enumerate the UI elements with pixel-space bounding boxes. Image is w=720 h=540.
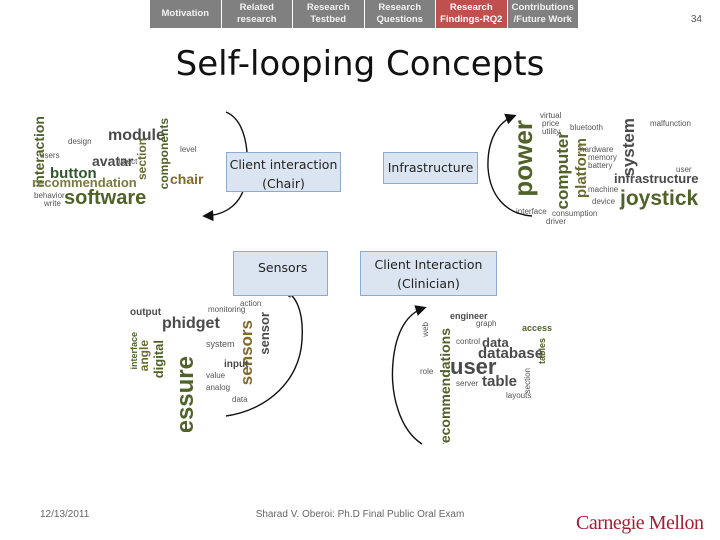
cloud-word: system (206, 339, 235, 349)
cloud-word: action (240, 300, 262, 308)
cloud-word: layouts (506, 391, 532, 400)
concept-box-infrastructure: Infrastructure (383, 152, 478, 184)
cloud-word: battery (588, 161, 613, 170)
cloud-word: infrastructure (614, 171, 698, 186)
cloud-word: virtual (540, 111, 562, 120)
cloud-word: malfunction (650, 119, 691, 128)
cloud-word: interface (516, 207, 547, 216)
cloud-word: server (456, 379, 479, 388)
tab-research-questions[interactable]: Research Questions (364, 0, 435, 28)
footer-date: 12/13/2011 (40, 509, 90, 520)
cloud-word: avatar (92, 153, 134, 169)
cloud-word: data (482, 335, 509, 350)
cloud-word: database (478, 345, 544, 362)
cloud-word: module (108, 127, 165, 144)
tab-contributions-future-work[interactable]: Contributions /Future Work (507, 0, 578, 28)
concept-label: Client Interaction (374, 257, 483, 272)
cloud-word: phidget (162, 315, 220, 332)
footer-presenter: Sharad V. Oberoi: Ph.D Final Public Oral… (255, 509, 465, 520)
slide-number: 34 (690, 14, 702, 25)
word-cloud-sensors: pressure phidget sensors sensor digital … (128, 300, 278, 432)
cloud-word: user (676, 165, 692, 174)
cloud-word: driver (546, 217, 567, 226)
cmu-logo: Carnegie Mellon (576, 512, 704, 534)
loop-arrow-infrastructure (487, 113, 533, 217)
concept-label: Infrastructure (387, 160, 474, 175)
cloud-word: output (130, 307, 162, 318)
cloud-word: utility (542, 127, 561, 136)
cloud-word: device (592, 197, 616, 206)
concept-label: Sensors (258, 260, 308, 275)
word-cloud-clinician: recommendations user database table data… (412, 308, 574, 445)
cloud-word: monitoring (208, 305, 246, 314)
page-title: Self-looping Concepts (175, 44, 545, 84)
cloud-word: machine (588, 185, 619, 194)
cloud-word: data (232, 395, 248, 404)
word-cloud-infrastructure: power computer platform system joystick … (508, 110, 698, 228)
tab-research-testbed[interactable]: Research Testbed (293, 0, 364, 28)
cloud-word: engineer (450, 311, 488, 321)
cloud-word: button (50, 165, 97, 182)
cloud-word: input (224, 359, 249, 370)
tab-motivation[interactable]: Motivation (150, 0, 221, 28)
cloud-word: hardware (580, 145, 614, 154)
cloud-word: chair (170, 171, 204, 187)
cloud-word: access (522, 323, 553, 333)
cloud-word: users (40, 151, 60, 160)
cloud-word: software (64, 187, 147, 209)
section-nav: Motivation Related research Research Tes… (150, 0, 578, 28)
cloud-word: analog (206, 383, 231, 392)
cloud-word: bluetooth (570, 123, 603, 132)
concept-box-client-interaction-chair: Client interaction (Chair) (226, 152, 341, 192)
cloud-word: recommendation (32, 175, 137, 190)
tab-research-findings-rq2[interactable]: Research Findings-RQ2 (436, 0, 507, 28)
concept-box-client-interaction-clinician: Client Interaction (Clinician) (360, 251, 497, 296)
concept-box-sensors: Sensors (233, 251, 328, 296)
cloud-word: table (482, 373, 518, 390)
cloud-word: memory (588, 153, 617, 162)
cloud-word: role (420, 367, 434, 376)
cloud-word: object (116, 157, 138, 166)
cloud-word: consumption (552, 209, 598, 218)
cloud-word: behavior (34, 191, 65, 200)
cloud-word: level (180, 145, 197, 154)
loop-arrow-sensors (225, 286, 303, 417)
cloud-word: graph (476, 319, 497, 328)
loop-arrow-clinician (391, 305, 427, 445)
cloud-word: value (206, 371, 226, 380)
word-cloud-chair: interaction button software module recom… (30, 108, 215, 220)
cloud-word: write (44, 199, 61, 208)
tab-related-research[interactable]: Related research (221, 0, 292, 28)
concept-label: Client interaction (229, 157, 338, 172)
concept-sublabel: (Chair) (262, 176, 305, 191)
cloud-word: design (68, 137, 92, 146)
concept-sublabel: (Clinician) (397, 276, 460, 291)
cloud-word: joystick (620, 187, 698, 210)
cloud-word: price (542, 119, 560, 128)
cloud-word: control (456, 337, 481, 346)
cloud-word: user (450, 354, 497, 379)
